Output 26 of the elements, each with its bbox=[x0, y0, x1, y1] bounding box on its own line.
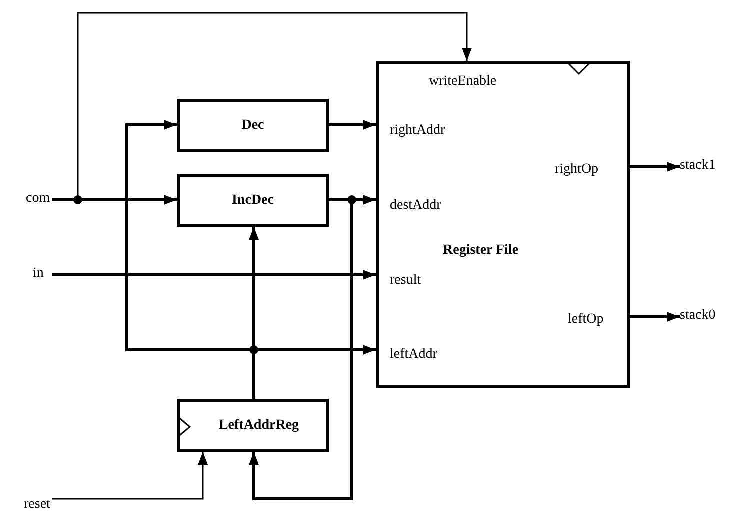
signal-label: stack0 bbox=[680, 309, 716, 323]
port-label: rightOp bbox=[555, 163, 599, 177]
wire-arrow bbox=[329, 120, 376, 130]
wire-arrow bbox=[52, 270, 376, 280]
block-title: Register File bbox=[443, 244, 519, 258]
register-file-block bbox=[376, 61, 630, 388]
wire-arrow bbox=[630, 162, 680, 172]
port-label: leftOp bbox=[568, 313, 604, 327]
logic-block bbox=[177, 99, 329, 152]
port-label: result bbox=[390, 274, 422, 288]
wire-arrow bbox=[52, 452, 208, 500]
port-label: rightAddr bbox=[390, 124, 446, 138]
block-title: LeftAddrReg bbox=[218, 418, 300, 432]
wire-arrow bbox=[52, 195, 177, 205]
port-label: leftAddr bbox=[390, 348, 438, 362]
register-block bbox=[177, 399, 329, 452]
port-label: writeEnable bbox=[429, 75, 497, 89]
logic-block bbox=[177, 174, 329, 227]
wire-arrow bbox=[630, 312, 680, 322]
signal-label: com bbox=[26, 192, 50, 206]
signal-label: stack1 bbox=[680, 159, 716, 173]
block-title: IncDec bbox=[232, 194, 274, 208]
block-title: Dec bbox=[242, 118, 264, 132]
port-label: destAddr bbox=[390, 199, 442, 213]
signal-label: reset bbox=[24, 498, 50, 511]
signal-label: in bbox=[33, 267, 44, 281]
